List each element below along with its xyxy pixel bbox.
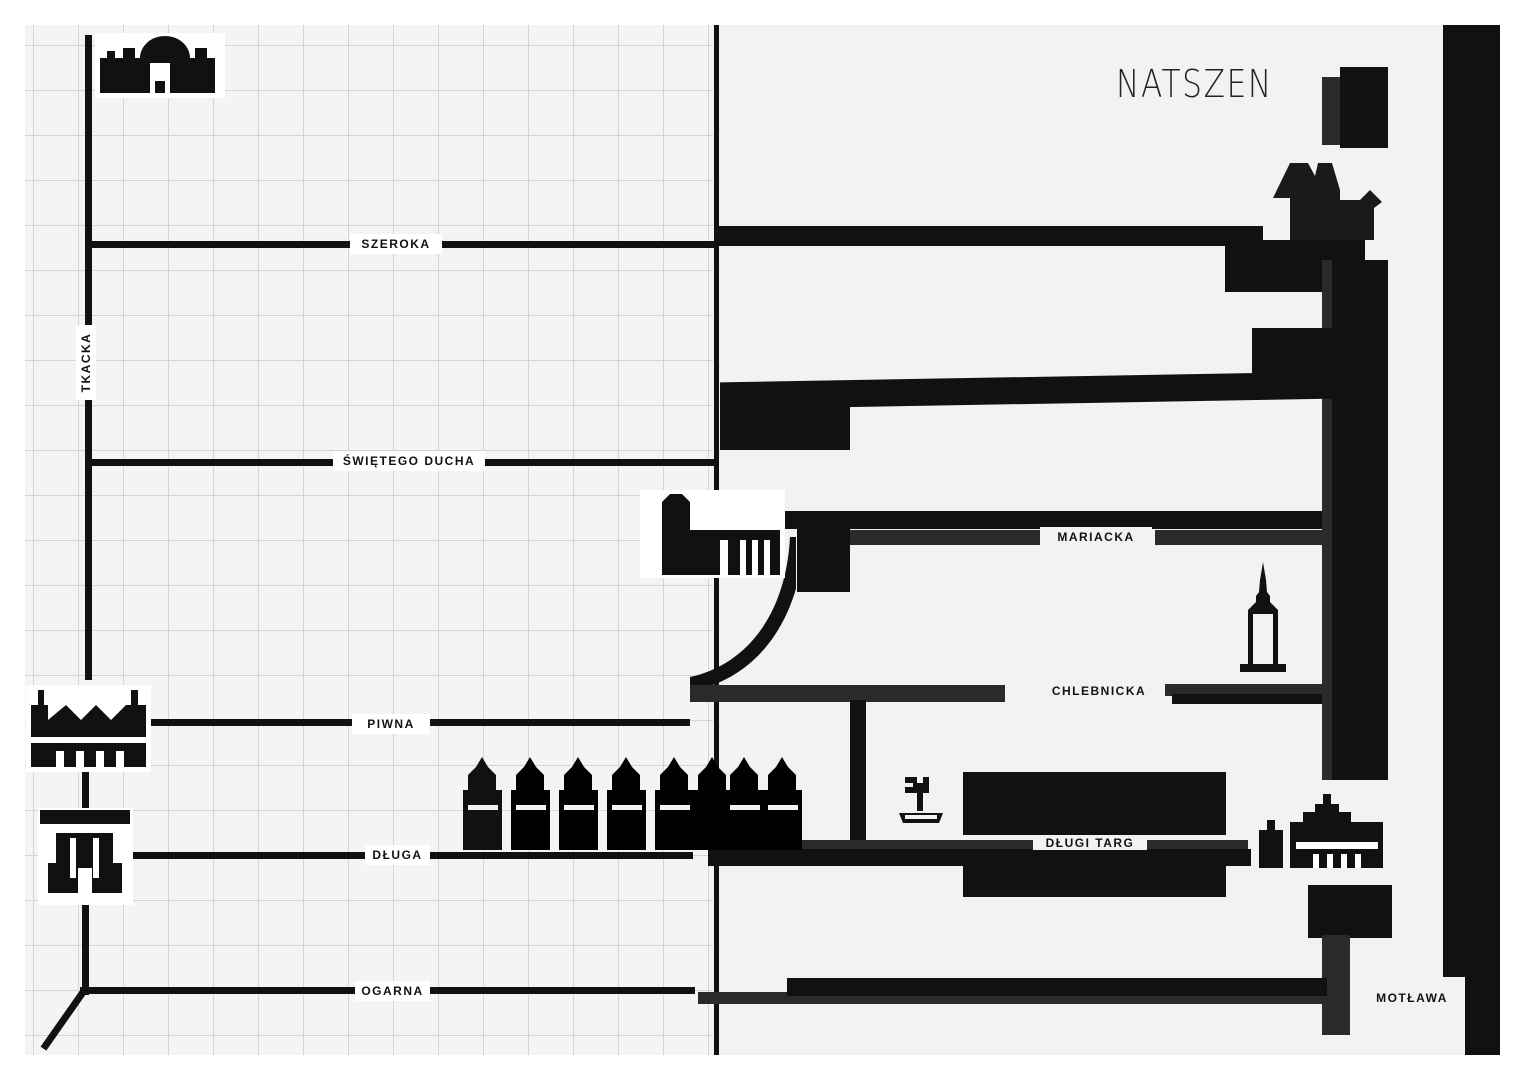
- church-icon: [640, 490, 785, 578]
- street-mariacka: [780, 511, 1322, 529]
- street-chlebnicka-east-2: [1172, 694, 1322, 704]
- river-motlawa-south: [1465, 975, 1500, 1055]
- armory-icon: [26, 685, 151, 772]
- block-b: [1252, 328, 1337, 376]
- label-motlawa: MOTŁAWA: [1362, 988, 1462, 1008]
- grid-paper: [25, 25, 713, 1055]
- block-shadow: [1322, 77, 1342, 145]
- label-dlugi-targ: DŁUGI TARG: [1033, 836, 1147, 850]
- block-north: [1340, 67, 1388, 148]
- townhouses-icon: [463, 757, 802, 850]
- crane-icon: [1273, 163, 1382, 240]
- street-dlugi-targ: [708, 849, 1251, 866]
- street-szeroka-east: [715, 226, 1263, 246]
- street-mariacka-bar: [850, 530, 1040, 545]
- embankment: [1332, 260, 1388, 780]
- upland-gate-icon: [38, 808, 133, 905]
- label-chlebnicka: CHLEBNICKA: [1035, 681, 1163, 701]
- river-motlawa: [1443, 25, 1500, 977]
- block-e: [1308, 885, 1392, 938]
- green-gate-icon: [1259, 794, 1383, 868]
- curved-street: [690, 537, 796, 691]
- street-chlebnicka: [690, 685, 1005, 702]
- street-connector: [850, 700, 866, 848]
- label-ogarna: OGARNA: [355, 981, 430, 1001]
- label-piwna: PIWNA: [352, 714, 430, 734]
- label-mariacka: MARIACKA: [1040, 527, 1152, 547]
- castle-icon: [95, 33, 225, 98]
- label-swietego-ducha: ŚWIĘTEGO DUCHA: [333, 451, 485, 471]
- label-dluga: DŁUGA: [365, 845, 430, 865]
- neptune-fountain-icon: [899, 777, 943, 823]
- block-dlugi-targ-north: [963, 772, 1226, 835]
- street-chlebnicka-east: [1165, 684, 1322, 696]
- map-title: NATSZEN: [1116, 62, 1273, 106]
- street-dlugi-targ-top: [708, 840, 1248, 850]
- street-mariacka-bar-east: [1155, 530, 1322, 545]
- town-hall-tower-icon: [1240, 562, 1286, 672]
- block-c: [720, 395, 850, 450]
- street-ogarna-east-2: [787, 978, 1327, 996]
- label-tkacka: TKACKA: [76, 325, 96, 400]
- label-szeroka: SZEROKA: [350, 234, 442, 254]
- block-dlugi-targ-south: [963, 864, 1226, 897]
- block-d: [797, 525, 850, 592]
